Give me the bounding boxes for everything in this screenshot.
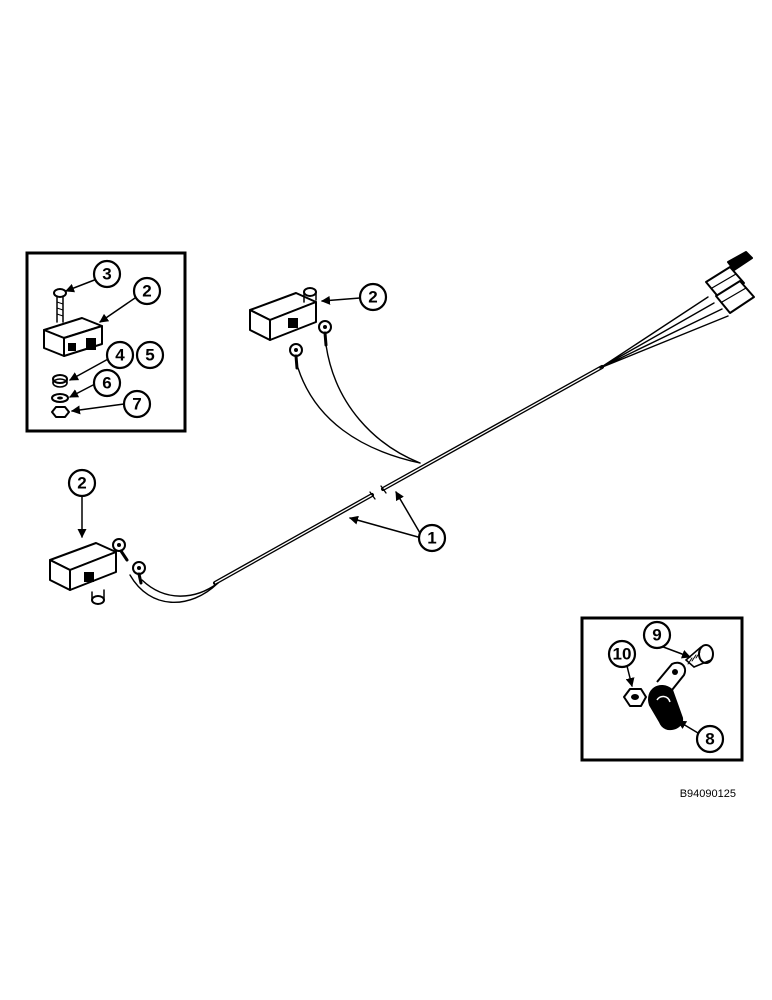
bolt-part: [53, 288, 67, 323]
callout-10: 10: [607, 639, 637, 669]
svg-text:2: 2: [368, 288, 377, 307]
callout-7: 7: [122, 389, 152, 419]
callout-1: 1: [349, 491, 447, 553]
ring-terminal: [289, 343, 303, 370]
switch-lower: 2: [49, 468, 146, 605]
svg-text:9: 9: [652, 626, 661, 645]
wiring-harness: [129, 251, 755, 604]
harness-connector: [705, 251, 755, 314]
svg-text:5: 5: [145, 346, 154, 365]
callout-5: 5: [135, 340, 165, 370]
svg-text:2: 2: [142, 282, 151, 301]
figure-code: B94090125: [680, 788, 736, 800]
callout-2-lower: 2: [67, 468, 97, 498]
svg-text:3: 3: [102, 265, 111, 284]
svg-text:1: 1: [427, 529, 436, 548]
screw-part: [685, 644, 714, 668]
svg-text:7: 7: [132, 395, 141, 414]
nut-part: [51, 406, 70, 418]
ring-terminal: [132, 561, 146, 585]
switch-part-inset: [43, 317, 103, 357]
callout-3: 3: [92, 259, 122, 289]
clamp-part: [648, 661, 686, 731]
clamp-nut-part: [623, 688, 647, 707]
callout-4: 4: [105, 340, 135, 370]
svg-text:8: 8: [705, 730, 714, 749]
inset-clamp-hardware: 9 10 8: [580, 616, 744, 762]
ring-terminal: [112, 538, 129, 562]
spacer-part: [52, 374, 68, 388]
callout-2-inset: 2: [132, 276, 162, 306]
callout-2-upper: 2: [358, 282, 388, 312]
svg-text:6: 6: [102, 374, 111, 393]
inset-switch-hardware: 3 2 4 5 6 7: [25, 251, 187, 433]
svg-text:4: 4: [115, 346, 125, 365]
callout-6: 6: [92, 368, 122, 398]
callout-9: 9: [642, 620, 672, 650]
callout-8: 8: [695, 724, 725, 754]
ring-terminal: [318, 320, 332, 347]
svg-text:10: 10: [613, 645, 632, 664]
switch-upper: 2: [249, 282, 388, 370]
svg-text:2: 2: [77, 474, 86, 493]
